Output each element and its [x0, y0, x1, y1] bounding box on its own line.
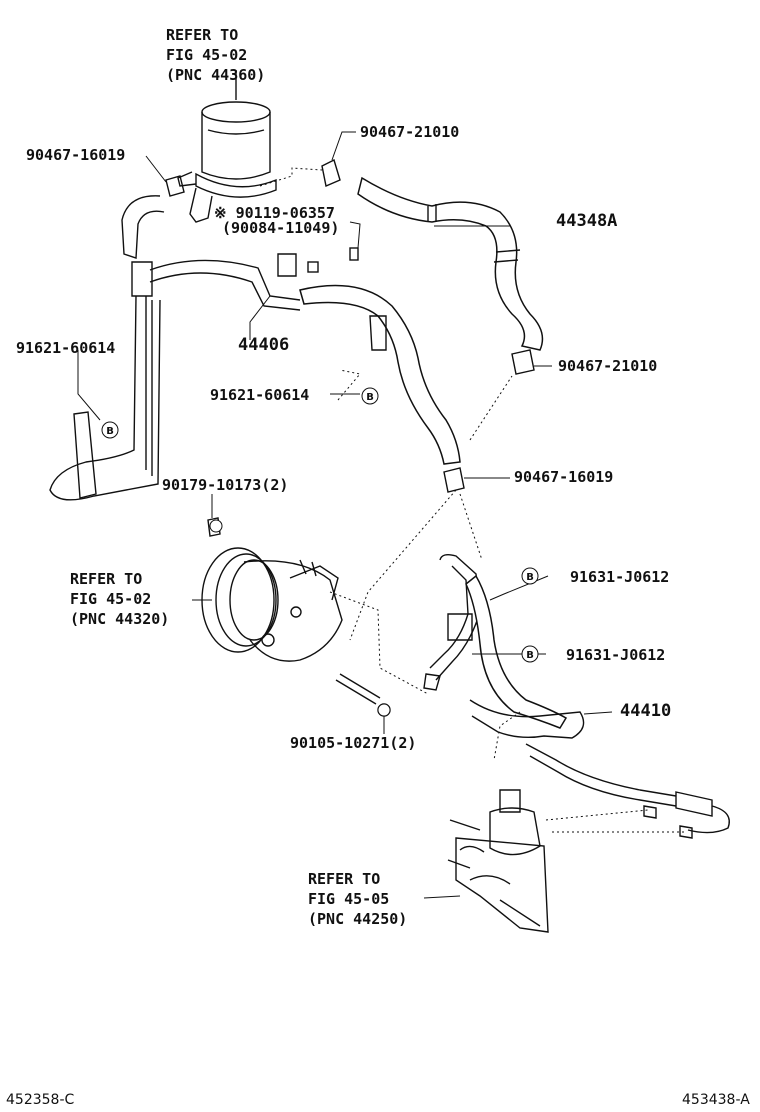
bolt-marker-10271	[377, 703, 391, 717]
svg-text:B: B	[366, 392, 374, 403]
label-44348a: 44348A	[556, 211, 617, 231]
svg-text:B: B	[526, 650, 534, 661]
gear-reference-line2: FIG 45-05	[308, 890, 389, 908]
footer-code-left: 452358-C	[6, 1092, 74, 1108]
bolt-marker-right-a: B	[521, 567, 539, 585]
label-91621-60614-mid: 91621-60614	[210, 386, 309, 404]
bolt-marker-left: B	[101, 421, 119, 439]
svg-text:B: B	[106, 426, 114, 437]
return-hose-44348a	[357, 176, 544, 351]
bolt-marker-mid: B	[361, 387, 379, 405]
label-90084-11049: (90084-11049)	[222, 219, 339, 237]
reservoir-reference-line1: REFER TO	[166, 26, 238, 44]
steering-rack-illustration	[447, 789, 549, 933]
label-90179-10173: 90179-10173(2)	[162, 476, 288, 494]
label-44410: 44410	[620, 701, 671, 721]
label-91631-j0612-a: 91631-J0612	[570, 568, 669, 586]
label-90467-21010-right: 90467-21010	[558, 357, 657, 375]
pump-reference-line2: FIG 45-02	[70, 590, 151, 608]
small-fasteners	[165, 159, 693, 839]
gear-reference-line3: (PNC 44250)	[308, 910, 407, 928]
pressure-pipe-44406	[49, 195, 461, 501]
label-90119-06357: ※ 90119-06357	[214, 204, 335, 222]
bolt-marker-pump	[209, 519, 223, 533]
pump-illustration	[201, 547, 343, 662]
label-90467-16019-top: 90467-16019	[26, 146, 125, 164]
svg-text:B: B	[526, 572, 534, 583]
label-91631-j0612-b: 91631-J0612	[566, 646, 665, 664]
label-90467-21010-top: 90467-21010	[360, 123, 459, 141]
reservoir-illustration	[177, 70, 277, 223]
footer-code-right: 453438-A	[682, 1092, 750, 1108]
label-91621-60614-left: 91621-60614	[16, 339, 115, 357]
leader-lines	[77, 131, 613, 899]
pump-reference-line3: (PNC 44320)	[70, 610, 169, 628]
reservoir-reference-line2: FIG 45-02	[166, 46, 247, 64]
label-44406: 44406	[238, 335, 289, 355]
label-90105-10271: 90105-10271(2)	[290, 734, 416, 752]
pressure-hose-44410	[423, 553, 730, 834]
reservoir-reference-line3: (PNC 44360)	[166, 66, 265, 84]
label-90467-16019-right: 90467-16019	[514, 468, 613, 486]
dotted-reference-lines	[259, 167, 684, 833]
pump-reference-line1: REFER TO	[70, 570, 142, 588]
gear-reference-line1: REFER TO	[308, 870, 380, 888]
bolt-marker-right-b: B	[521, 645, 539, 663]
